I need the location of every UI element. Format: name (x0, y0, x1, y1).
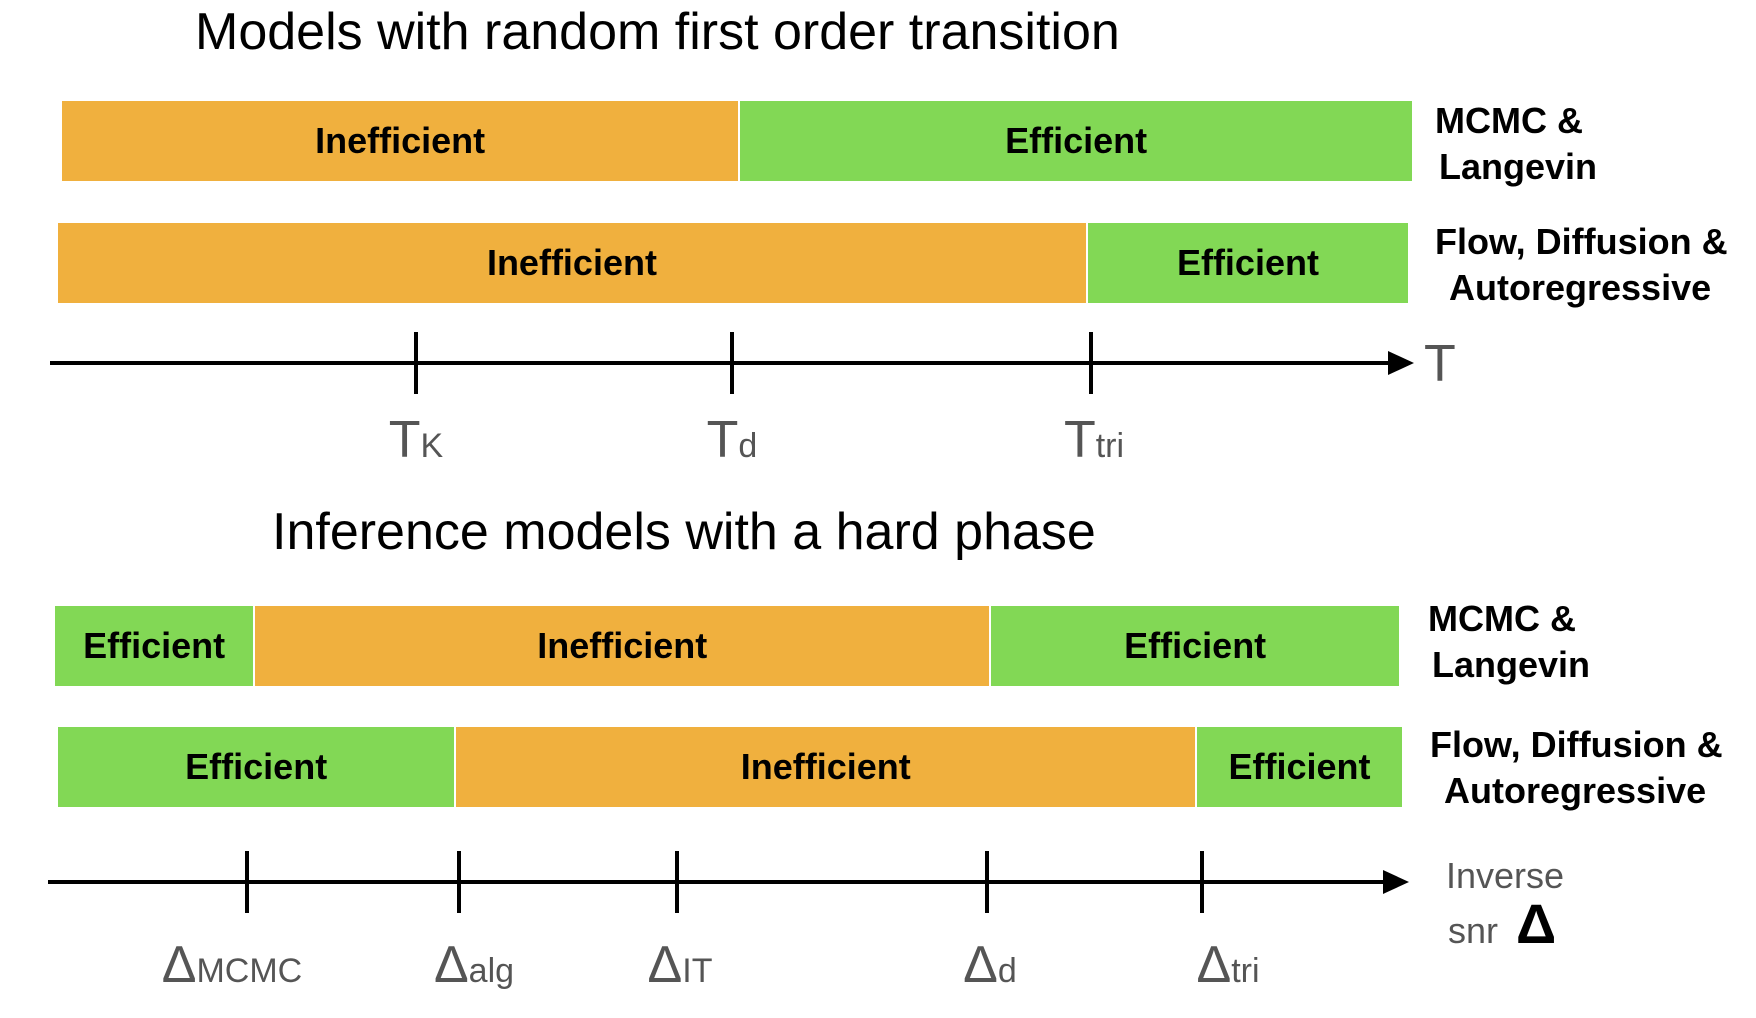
method-label-line: Flow, Diffusion & (1430, 724, 1723, 765)
method-label-line: Langevin (1432, 644, 1591, 685)
segment-inefficient: Inefficient (454, 727, 1196, 807)
tick-subscript: MCMC (196, 952, 303, 990)
delta-symbol: Δ (1516, 892, 1557, 955)
method-label-line: Autoregressive (1444, 770, 1707, 811)
segment-efficient: Efficient (1195, 727, 1402, 807)
tick-symbol: Δ (161, 936, 197, 994)
tick-label-delta-d: Δd (963, 935, 1017, 995)
axis-arrowhead (1383, 870, 1409, 894)
tick-subscript: alg (468, 952, 515, 990)
panel1-axis-label: T (1424, 335, 1456, 393)
tick-subscript: d (997, 952, 1017, 990)
method-label-line: MCMC & (1428, 598, 1576, 639)
tick-symbol: T (388, 411, 421, 469)
tick-symbol: T (1063, 411, 1096, 469)
tick-subscript: tri (1095, 427, 1125, 465)
tick-label-t-d: Td (707, 410, 758, 470)
panel2-title: Inference models with a hard phase (272, 503, 1096, 561)
method-label-line: Langevin (1439, 146, 1598, 187)
segment-efficient: Efficient (738, 101, 1412, 181)
panel2-tick-delta-it (675, 851, 679, 913)
panel1-tick-tk (414, 332, 418, 394)
tick-subscript: IT (682, 952, 713, 990)
tick-subscript: tri (1231, 952, 1260, 990)
method-label-line: Autoregressive (1449, 267, 1712, 308)
tick-symbol: Δ (963, 936, 998, 994)
segment-efficient: Efficient (55, 606, 254, 686)
tick-subscript: d (738, 427, 758, 465)
tick-label-t-tri: Ttri (1064, 410, 1124, 470)
panel2-tick-delta-d (985, 851, 989, 913)
axis-arrowhead (1388, 351, 1414, 375)
method-label-line: MCMC & (1435, 100, 1583, 141)
panel1-title: Models with random first order transitio… (195, 3, 1120, 61)
panel2-row2-method-label: Flow, Diffusion & Autoregressive (1430, 722, 1723, 814)
panel2-tick-delta-mcmc (245, 851, 249, 913)
panel2-tick-delta-tri (1200, 851, 1204, 913)
segment-inefficient: Inefficient (62, 101, 739, 181)
tick-label-delta-tri: Δtri (1196, 935, 1259, 995)
segment-efficient: Efficient (1085, 223, 1408, 303)
panel2-axis-label: Inverse snr Δ (1446, 852, 1564, 955)
axis-label-line: Inverse (1446, 855, 1565, 896)
panel1-row1-method-label: MCMC & Langevin (1435, 98, 1597, 190)
panel1-tick-ttri (1089, 332, 1093, 394)
tick-symbol: Δ (1196, 936, 1232, 994)
panel1-row2-method-label: Flow, Diffusion & Autoregressive (1435, 219, 1728, 311)
segment-inefficient: Inefficient (253, 606, 990, 686)
segment-inefficient: Inefficient (58, 223, 1086, 303)
tick-label-delta-mcmc: ΔMCMC (162, 935, 303, 995)
tick-subscript: K (420, 427, 444, 465)
panel1-tick-td (730, 332, 734, 394)
tick-label-delta-alg: Δalg (434, 935, 514, 995)
tick-symbol: T (706, 411, 739, 469)
segment-efficient: Efficient (989, 606, 1399, 686)
tick-label-t-k: TK (389, 410, 443, 470)
tick-symbol: Δ (647, 936, 683, 994)
panel2-tick-delta-alg (457, 851, 461, 913)
segment-efficient: Efficient (58, 727, 455, 807)
panel2-row1-method-label: MCMC & Langevin (1428, 596, 1590, 688)
axis-label-line: snr (1448, 910, 1499, 951)
method-label-line: Flow, Diffusion & (1435, 221, 1728, 262)
tick-label-delta-it: ΔIT (648, 935, 713, 995)
tick-symbol: Δ (433, 936, 469, 994)
